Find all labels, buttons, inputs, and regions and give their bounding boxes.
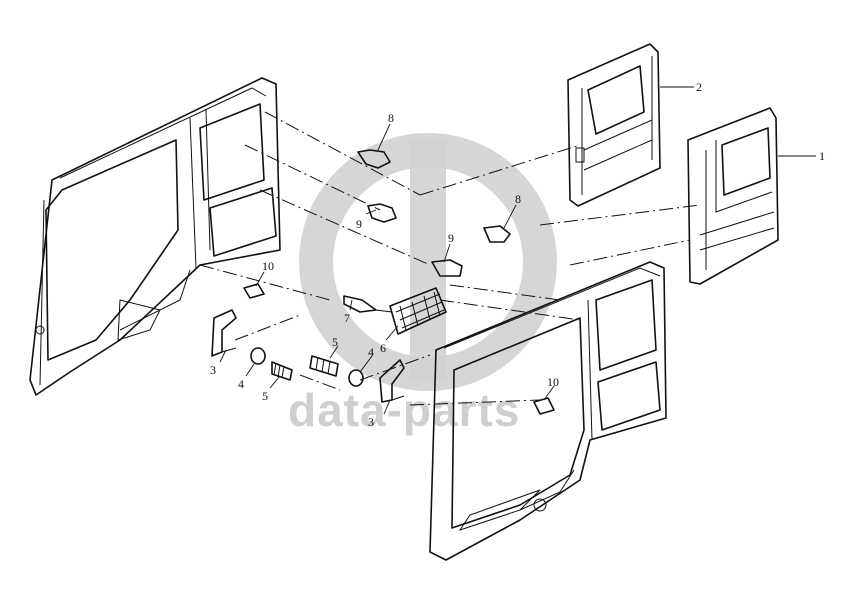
part-1-rear-panel	[687, 107, 779, 285]
part-3-handle-left	[211, 309, 237, 357]
part-7-fastener	[343, 295, 393, 313]
watermark-logo: data-parts	[288, 133, 557, 436]
callout-9-right: 9	[448, 231, 454, 245]
callout-1: 1	[819, 149, 825, 163]
callout-4-right: 4	[368, 345, 374, 359]
part-2-rear-door-frame	[567, 43, 661, 207]
callout-4-left: 4	[238, 377, 244, 391]
callout-10-left: 10	[262, 259, 274, 273]
callouts: 2 1 8 8 9 9 10 10 7 6 3 3 4 4 5 5	[210, 80, 825, 429]
part-8-clips	[357, 149, 511, 243]
watermark-text: data-parts	[288, 384, 520, 436]
part-5-screws	[271, 355, 339, 381]
callout-3-left: 3	[210, 363, 216, 377]
callout-7: 7	[344, 311, 350, 325]
part-3-handle-right	[379, 359, 405, 403]
part-4-washers	[250, 347, 364, 387]
right-door-frame	[429, 261, 667, 561]
callout-8-upper: 8	[388, 111, 394, 125]
callout-6: 6	[380, 341, 386, 355]
part-6-net-pocket	[389, 287, 447, 335]
callout-9-left: 9	[356, 217, 362, 231]
part-10-bumpers	[243, 283, 555, 415]
part-9-grommets	[367, 203, 463, 277]
callout-2: 2	[696, 80, 702, 94]
assembly-lines	[199, 111, 701, 406]
left-door-frame	[29, 77, 281, 396]
callout-3-right: 3	[368, 415, 374, 429]
callout-10-right: 10	[547, 375, 559, 389]
callout-8-lower: 8	[515, 192, 521, 206]
callout-5-right: 5	[332, 335, 338, 349]
leader-lines	[219, 86, 816, 415]
callout-5-left: 5	[262, 389, 268, 403]
